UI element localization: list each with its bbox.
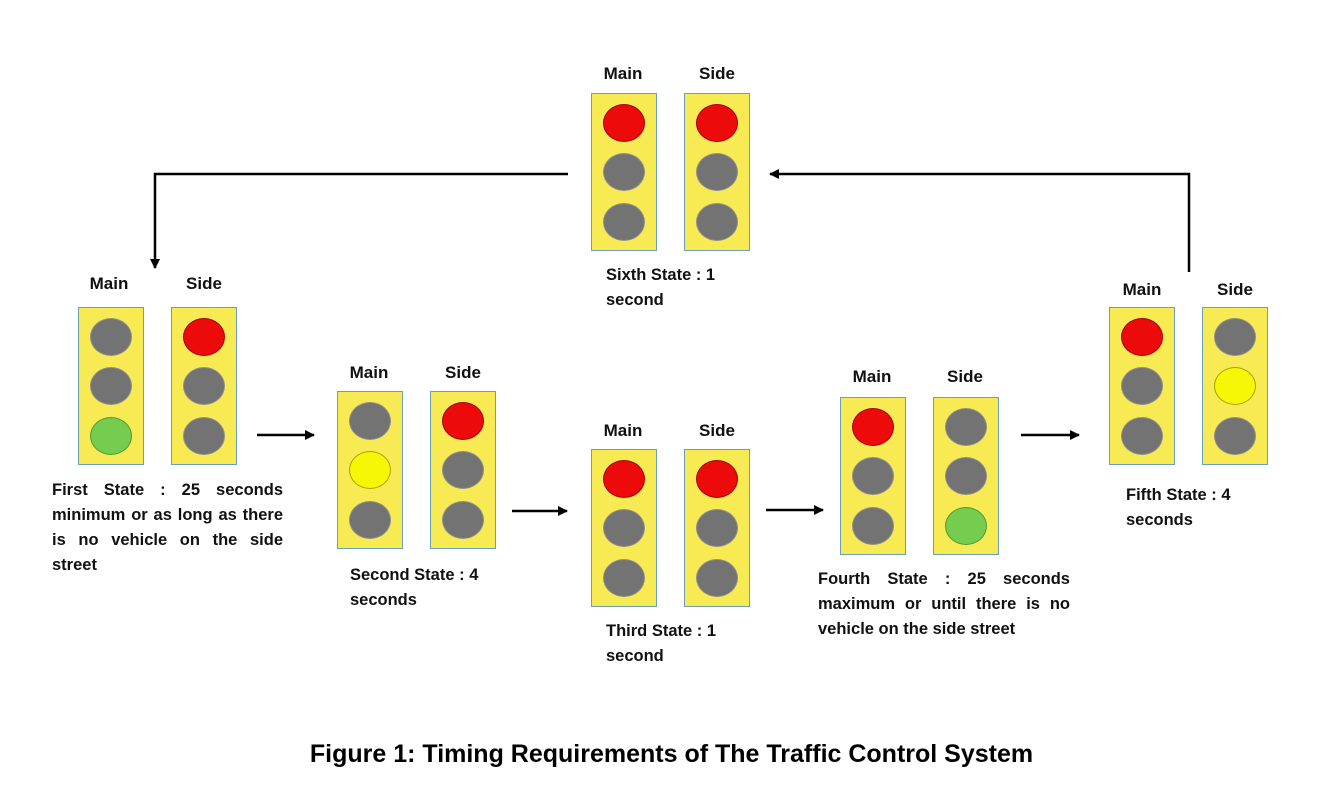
state-caption: First State : 25 seconds minimum or as l…: [52, 481, 283, 574]
middle-lamp: [90, 367, 132, 405]
state-caption: Fifth State : 4 seconds: [1126, 486, 1231, 529]
arrow-fifth-to-sixth: [769, 169, 1191, 272]
top-lamp: [696, 460, 738, 498]
top-lamp: [603, 104, 645, 142]
top-lamp: [90, 318, 132, 356]
top-lamp: [945, 408, 987, 446]
middle-lamp: [603, 153, 645, 191]
main-signal: [591, 449, 657, 607]
side-label: Side: [699, 421, 735, 440]
side-signal: [430, 391, 496, 549]
top-lamp: [183, 318, 225, 356]
bottom-lamp: [603, 559, 645, 597]
bottom-lamp: [945, 507, 987, 545]
bottom-lamp: [1121, 417, 1163, 455]
top-lamp: [603, 460, 645, 498]
bottom-lamp: [90, 417, 132, 455]
main-signal: [78, 307, 144, 465]
state-caption: Fourth State : 25 seconds maximum or unt…: [818, 570, 1070, 638]
bottom-lamp: [852, 507, 894, 545]
middle-lamp: [696, 509, 738, 547]
middle-lamp: [1214, 367, 1256, 405]
bottom-lamp: [442, 501, 484, 539]
top-lamp: [1214, 318, 1256, 356]
side-signal: [684, 93, 750, 251]
middle-lamp: [442, 451, 484, 489]
main-label: Main: [349, 363, 389, 382]
side-label: Side: [1217, 280, 1253, 299]
main-label: Main: [852, 367, 892, 386]
main-signal: [591, 93, 657, 251]
state-caption: Second State : 4 seconds: [350, 566, 479, 609]
middle-lamp: [852, 457, 894, 495]
side-label: Side: [699, 64, 735, 83]
state-caption: Third State : 1 second: [606, 622, 717, 665]
middle-lamp: [603, 509, 645, 547]
top-lamp: [442, 402, 484, 440]
state-caption: Sixth State : 1 second: [606, 266, 716, 309]
main-signal: [1109, 307, 1175, 465]
main-label: Main: [1122, 280, 1162, 299]
middle-lamp: [696, 153, 738, 191]
middle-lamp: [183, 367, 225, 405]
main-label: Main: [603, 421, 643, 440]
top-lamp: [1121, 318, 1163, 356]
main-label: Main: [89, 274, 129, 293]
figure-caption: Figure 1: Timing Requirements of The Tra…: [309, 740, 1034, 768]
top-lamp: [349, 402, 391, 440]
bottom-lamp: [696, 559, 738, 597]
side-signal: [1202, 307, 1268, 465]
main-label: Main: [603, 64, 643, 83]
bottom-lamp: [603, 203, 645, 241]
bottom-lamp: [183, 417, 225, 455]
middle-lamp: [945, 457, 987, 495]
main-signal: [840, 397, 906, 555]
top-lamp: [852, 408, 894, 446]
bottom-lamp: [349, 501, 391, 539]
side-signal: [684, 449, 750, 607]
main-signal: [337, 391, 403, 549]
top-lamp: [696, 104, 738, 142]
bottom-lamp: [1214, 417, 1256, 455]
bottom-lamp: [696, 203, 738, 241]
middle-lamp: [1121, 367, 1163, 405]
middle-lamp: [349, 451, 391, 489]
side-signal: [171, 307, 237, 465]
side-signal: [933, 397, 999, 555]
side-label: Side: [947, 367, 983, 386]
arrow-sixth-to-first: [150, 172, 568, 269]
side-label: Side: [186, 274, 222, 293]
side-label: Side: [445, 363, 481, 382]
